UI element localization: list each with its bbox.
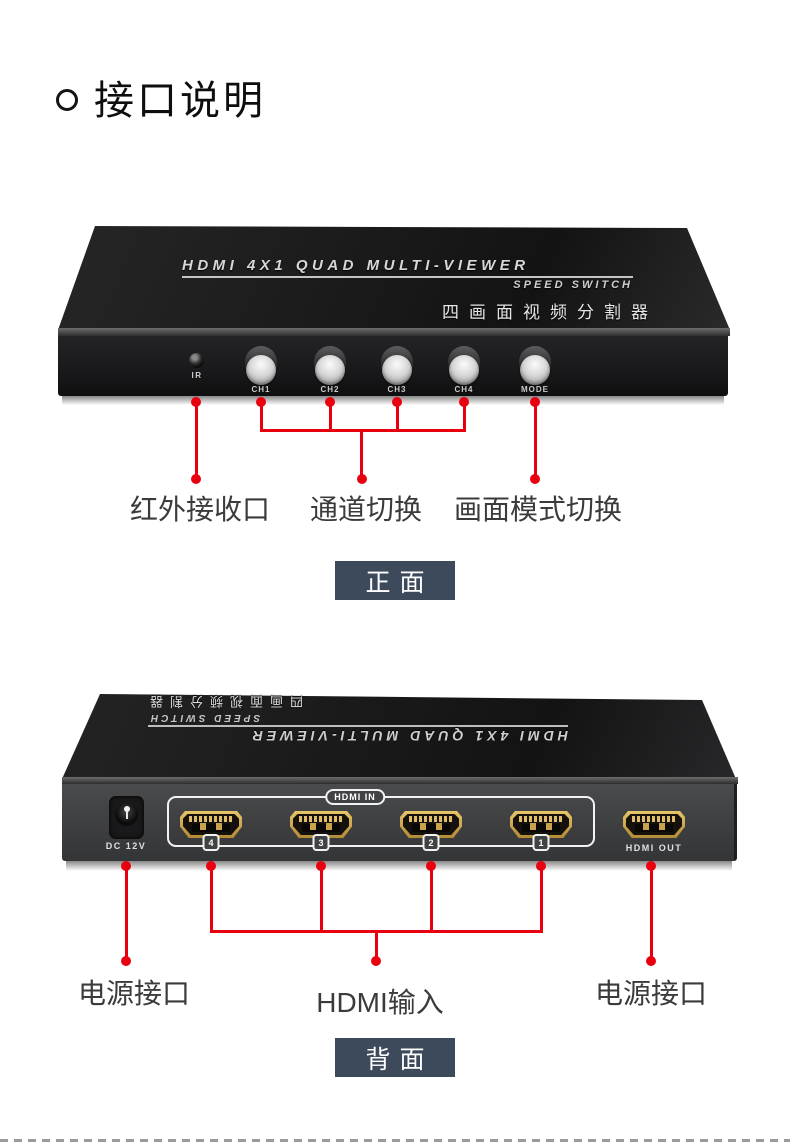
button-ch4: CH4 bbox=[447, 346, 481, 396]
label-hdmi-input: HDMI输入 bbox=[316, 987, 444, 1018]
front-print-sub: SPEED SWITCH bbox=[513, 279, 633, 291]
port-number-badge: 3 bbox=[312, 834, 330, 851]
label-power-port-left: 电源接口 bbox=[77, 978, 191, 1009]
front-device-edge bbox=[58, 328, 730, 336]
hdmi-in-port-1 bbox=[510, 811, 572, 838]
front-print-model: HDMI 4X1 QUAD MULTI-VIEWER bbox=[182, 257, 633, 278]
annotation-line bbox=[534, 402, 537, 479]
ir-label: IR bbox=[191, 371, 203, 380]
button-cap bbox=[449, 355, 479, 385]
annotation-dot bbox=[371, 956, 381, 966]
back-view-badge: 背面 bbox=[335, 1038, 455, 1077]
back-device-top-face bbox=[62, 694, 736, 779]
annotation-line bbox=[463, 402, 466, 432]
front-device-top-face: HDMI 4X1 QUAD MULTI-VIEWER SPEED SWITCH … bbox=[58, 226, 730, 330]
page-title: 接口说明 bbox=[94, 79, 266, 123]
annotation-line bbox=[650, 866, 653, 961]
back-print-sub: SPEED SWITCH bbox=[148, 712, 261, 723]
button-cap bbox=[520, 355, 550, 385]
port-number-badge: 1 bbox=[532, 834, 550, 851]
hdmi-in-port-4 bbox=[180, 811, 242, 838]
annotation-dot bbox=[530, 474, 540, 484]
annotation-line bbox=[430, 866, 433, 932]
annotation-line bbox=[195, 402, 198, 479]
back-device-shadow bbox=[66, 861, 732, 871]
button-ch2: CH2 bbox=[313, 346, 347, 396]
front-view-badge: 正面 bbox=[335, 561, 455, 600]
dc-power-jack bbox=[109, 796, 144, 839]
dc-label: DC 12V bbox=[105, 841, 147, 851]
circle-bullet-icon bbox=[56, 89, 78, 111]
annotation-line bbox=[360, 429, 363, 479]
button-ch1: CH1 bbox=[244, 346, 278, 396]
label-ir-receiver: 红外接收口 bbox=[129, 494, 271, 525]
annotation-dot bbox=[357, 474, 367, 484]
section-header: 接口说明 bbox=[56, 68, 266, 126]
button-mode: MODE bbox=[518, 346, 552, 396]
annotation-line bbox=[260, 402, 263, 432]
hdmi-out-label: HDMI OUT bbox=[625, 843, 683, 853]
annotation-line bbox=[540, 866, 543, 932]
hdmi-in-port-3 bbox=[290, 811, 352, 838]
port-number-badge: 4 bbox=[202, 834, 220, 851]
back-print-cn: 四画面视频分割器 bbox=[142, 694, 303, 709]
hdmi-out-port bbox=[623, 811, 685, 838]
button-cap bbox=[246, 355, 276, 385]
button-cap bbox=[315, 355, 345, 385]
annotation-line bbox=[329, 402, 332, 432]
hdmi-in-port-2 bbox=[400, 811, 462, 838]
annotation-line bbox=[125, 866, 128, 961]
annotation-line bbox=[320, 866, 323, 932]
label-channel-switch: 通道切换 bbox=[309, 494, 423, 525]
annotation-dot bbox=[191, 474, 201, 484]
ir-receiver-window bbox=[189, 353, 204, 368]
label-mode-switch: 画面模式切换 bbox=[453, 494, 623, 525]
annotation-dot bbox=[646, 956, 656, 966]
annotation-line bbox=[375, 930, 378, 961]
front-print-cn: 四画面视频分割器 bbox=[442, 303, 658, 322]
label-power-port-right: 电源接口 bbox=[594, 978, 708, 1009]
button-cap bbox=[382, 355, 412, 385]
annotation-dot bbox=[121, 956, 131, 966]
hdmi-in-group-label: HDMI IN bbox=[325, 789, 385, 805]
button-ch3: CH3 bbox=[380, 346, 414, 396]
bottom-dashed-divider bbox=[0, 1139, 790, 1142]
annotation-line bbox=[396, 402, 399, 432]
annotation-line bbox=[260, 429, 466, 432]
annotation-line bbox=[210, 866, 213, 932]
back-device-edge bbox=[62, 777, 738, 784]
back-device-flipped-print: HDMI 4X1 QUAD MULTI-VIEWER SPEED SWITCH … bbox=[135, 694, 595, 746]
port-number-badge: 2 bbox=[422, 834, 440, 851]
back-print-model: HDMI 4X1 QUAD MULTI-VIEWER bbox=[148, 725, 568, 744]
